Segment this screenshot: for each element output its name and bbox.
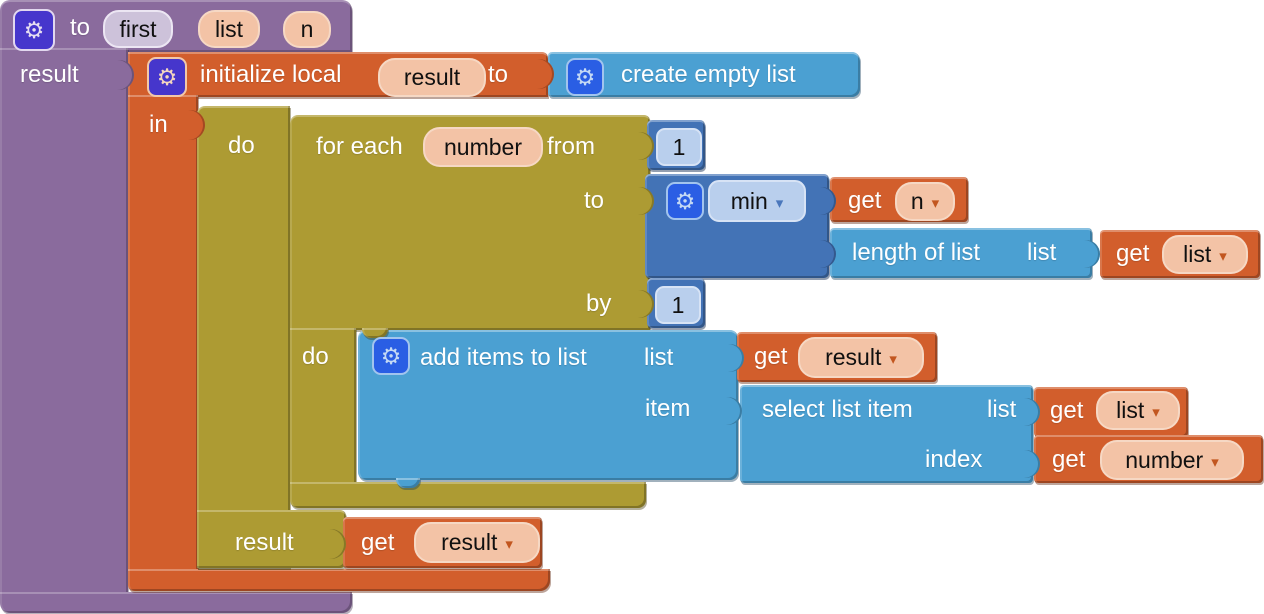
for-each-label: for each [316,133,403,160]
init-local-label: initialize local [200,61,342,88]
select-list-socket-tab-icon [1022,398,1040,426]
init-local-to-label: to [488,61,509,88]
for-each-var-field[interactable]: number [423,127,543,167]
add-items-top-notch-icon [362,328,388,338]
add-items-gear-icon[interactable]: ⚙ [372,337,410,375]
get-result-return-value-text: result [441,529,498,555]
add-item-socket-tab-icon [724,397,742,425]
from-socket-tab-icon [636,132,654,160]
dropdown-arrow-icon: ▾ [505,536,513,553]
length-of-list-list-label: list [1027,239,1057,266]
init-local-gear-icon[interactable]: ⚙ [147,57,187,97]
length-of-list-label: length of list [852,239,981,266]
do-result-do-label: do [228,132,255,159]
get-result-add-value-text: result [825,344,882,370]
for-each-to-label: to [584,187,605,214]
do-result-block-result-row[interactable] [197,510,346,568]
to-socket-tab-icon [532,59,554,89]
for-each-var-text: number [444,133,522,160]
for-each-block-bottom-bar[interactable] [290,482,646,508]
get-list-select-dropdown[interactable]: list ▾ [1096,391,1180,430]
for-each-from-label: from [547,133,595,160]
gear-glyph: ⚙ [23,16,45,43]
create-list-gear-icon[interactable]: ⚙ [566,58,604,96]
create-empty-list-label: create empty list [621,61,796,88]
gear-glyph: ⚙ [156,63,178,90]
for-each-block-do-spine[interactable] [290,328,356,484]
get-n-value-text: n [910,188,924,214]
get-number-value-text: number [1125,446,1204,473]
init-local-name-text: result [403,64,461,90]
select-list-item-label: select list item [762,396,913,423]
get-result-add-dropdown[interactable]: result ▾ [798,337,924,378]
procedure-name-field[interactable]: first [103,10,173,48]
result-socket-tab-icon [112,60,134,90]
min-arg1-socket-tab-icon [818,187,836,215]
dropdown-arrow-icon: ▾ [931,195,940,212]
gear-glyph: ⚙ [674,187,696,214]
param-list-text: list [214,15,244,42]
init-local-in-label: in [149,111,168,138]
get-list-outer-label: get [1116,240,1150,267]
get-list-outer-value-text: list [1183,241,1212,267]
do-result-block-spine[interactable] [197,106,290,568]
procedure-name-text: first [119,15,157,42]
procedure-to-label: to [70,14,91,41]
for-each-do-label: do [302,343,329,370]
procedure-result-label: result [20,61,79,88]
by-number-text: 1 [671,291,685,318]
get-list-select-value-text: list [1116,397,1145,423]
get-n-dropdown[interactable]: n ▾ [895,182,955,221]
dropdown-arrow-icon: ▾ [1219,248,1227,265]
get-n-label: get [848,187,882,214]
for-each-by-label: by [586,290,612,317]
to-value-socket-tab-icon [636,187,654,215]
get-list-select-label: get [1050,397,1084,424]
get-number-label: get [1052,446,1086,473]
length-of-list-block[interactable] [830,228,1092,278]
min-arg2-socket-tab-icon [818,240,836,268]
get-number-dropdown[interactable]: number ▾ [1100,440,1244,480]
gear-glyph: ⚙ [380,342,402,369]
add-items-to-list-block[interactable] [358,330,738,480]
get-result-return-label: get [361,529,395,556]
result-return-socket-tab-icon [326,529,346,559]
get-result-return-dropdown[interactable]: result ▾ [414,522,540,563]
by-socket-tab-icon [636,290,654,318]
min-gear-icon[interactable]: ⚙ [666,182,704,220]
select-list-item-block[interactable] [740,385,1033,483]
select-list-label: list [987,396,1017,423]
select-index-socket-tab-icon [1022,450,1040,478]
init-local-block-bottom-bar[interactable] [128,569,550,591]
add-items-list-label: list [644,344,674,371]
add-list-socket-tab-icon [726,344,744,372]
init-local-block-spine[interactable] [128,95,198,571]
procedure-block-bottom-bar[interactable] [0,592,352,613]
get-result-add-label: get [754,343,788,370]
from-number-field[interactable]: 1 [656,128,702,166]
add-items-label: add items to list [420,344,587,371]
min-dropdown[interactable]: min ▾ [708,180,806,222]
param-field-list[interactable]: list [198,10,260,48]
add-items-bottom-plug-icon [396,478,420,488]
in-socket-tab-icon [183,110,205,140]
dropdown-arrow-icon: ▾ [775,194,784,212]
procedure-block-left-column[interactable] [0,48,128,594]
dropdown-arrow-icon: ▾ [1152,404,1160,421]
param-field-n[interactable]: n [283,11,331,48]
min-op-text: min [730,187,768,214]
from-number-text: 1 [672,133,686,160]
param-n-text: n [300,16,314,42]
procedure-gear-icon[interactable]: ⚙ [13,9,55,51]
init-local-name-field[interactable]: result [378,58,486,97]
gear-glyph: ⚙ [574,63,596,90]
dropdown-arrow-icon: ▾ [889,351,897,368]
dropdown-arrow-icon: ▾ [1211,453,1219,471]
do-result-result-label: result [235,529,294,556]
get-list-outer-dropdown[interactable]: list ▾ [1162,235,1248,274]
add-items-item-label: item [645,395,691,422]
length-list-socket-tab-icon [1082,240,1100,268]
by-number-field[interactable]: 1 [655,286,701,324]
select-index-label: index [925,446,983,473]
